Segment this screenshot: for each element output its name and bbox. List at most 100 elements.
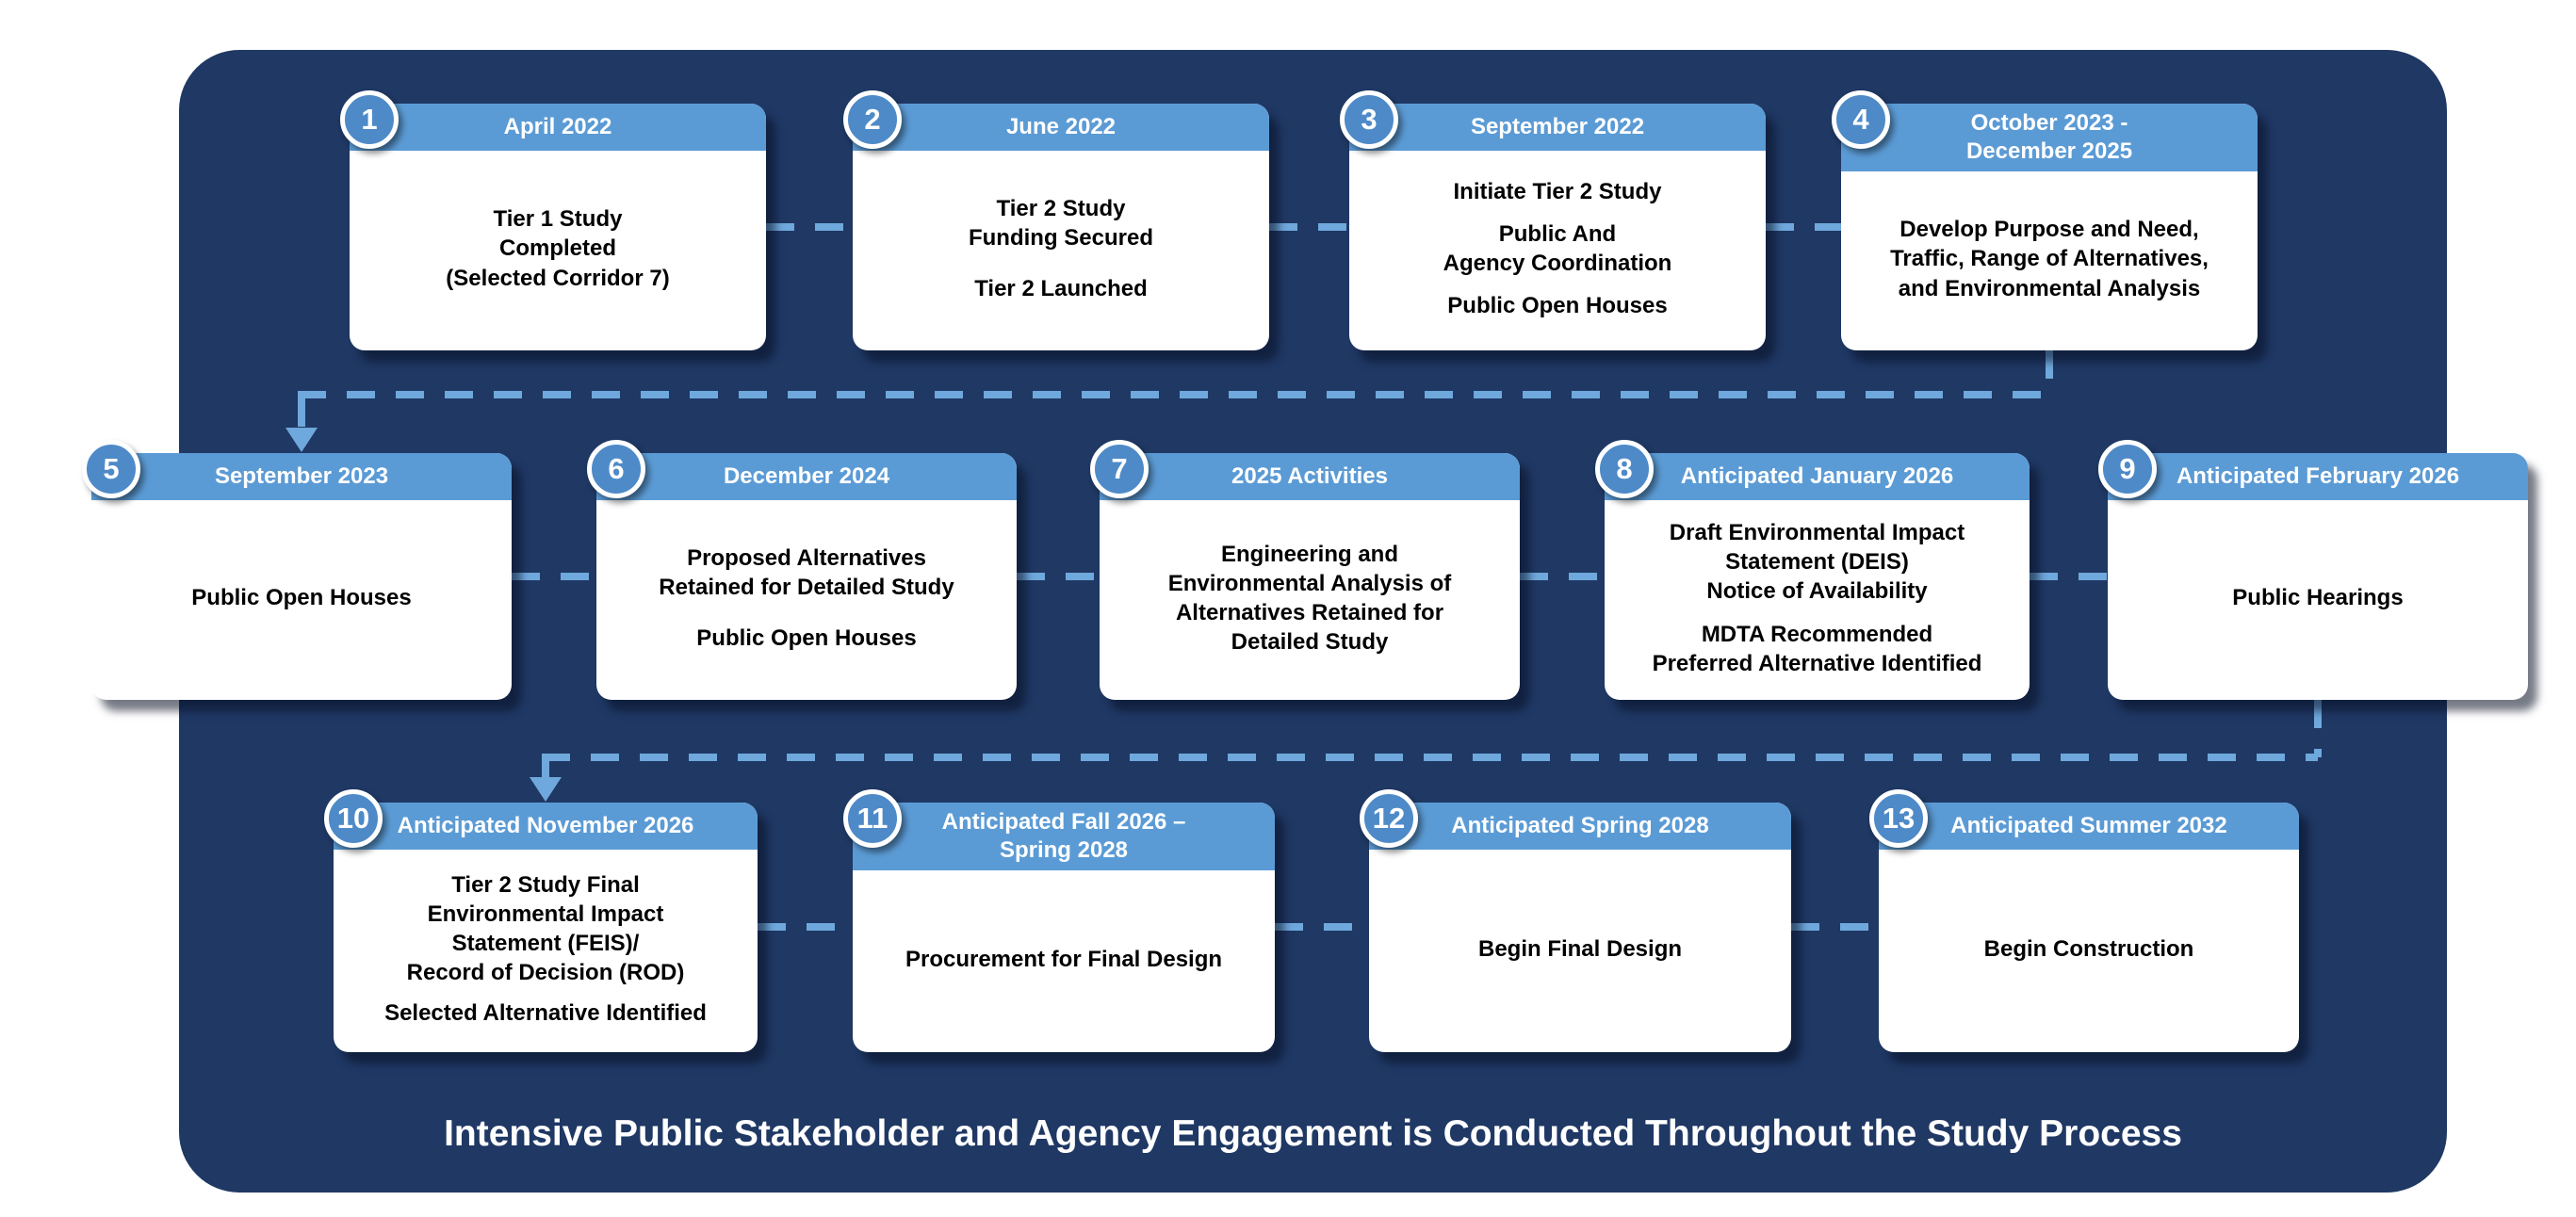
card-body-text: Initiate Tier 2 Study xyxy=(1453,178,1662,204)
step-number-badge: 5 xyxy=(82,440,140,498)
card-header: Anticipated Summer 2032 xyxy=(1879,803,2299,850)
card-body-text: Public And Agency Coordination xyxy=(1443,220,1672,276)
card-body-text: Selected Alternative Identified xyxy=(384,1000,707,1027)
card-body: Draft Environmental Impact Statement (DE… xyxy=(1605,500,2030,700)
milestone-card-2: 2 June 2022 Tier 2 Study Funding Secured… xyxy=(843,90,1269,350)
arrow-down-icon xyxy=(285,428,318,452)
step-number-badge: 13 xyxy=(1869,789,1928,848)
step-number-badge: 12 xyxy=(1360,789,1418,848)
card-body: Tier 2 Study Funding Secured Tier 2 Laun… xyxy=(853,151,1269,350)
card-body-text: Tier 2 Launched xyxy=(974,275,1148,301)
card-body: Develop Purpose and Need, Traffic, Range… xyxy=(1841,171,2258,350)
card-body-text: Procurement for Final Design xyxy=(905,946,1223,972)
card-header: December 2024 xyxy=(596,453,1017,500)
card-body-text: Tier 2 Study Final Environmental Impact … xyxy=(406,871,685,986)
card-body: Procurement for Final Design xyxy=(853,870,1275,1052)
card-body-text: Public Open Houses xyxy=(696,625,917,651)
card-title: September 2022 xyxy=(1470,114,1645,139)
card-title: Anticipated January 2026 xyxy=(1680,463,1954,489)
connector-dash-3-4 xyxy=(1766,223,1841,231)
card-title: December 2024 xyxy=(723,463,890,489)
milestone-card-5: 5 September 2023 Public Open Houses xyxy=(82,440,512,700)
card-body-text: Engineering and Environmental Analysis o… xyxy=(1167,541,1452,656)
card-body: Public Hearings xyxy=(2108,500,2528,700)
card-body-text: Proposed Alternatives Retained for Detai… xyxy=(659,545,954,601)
step-number-badge: 7 xyxy=(1090,440,1149,498)
card-title: June 2022 xyxy=(1005,114,1117,139)
connector-dash-10-up xyxy=(542,761,549,779)
connector-dash-2-3 xyxy=(1269,223,1349,231)
card-title: September 2023 xyxy=(214,463,389,489)
card-body-text: Public Open Houses xyxy=(1447,293,1668,319)
connector-dash-1-2 xyxy=(766,223,853,231)
card-title: April 2022 xyxy=(503,114,612,139)
milestone-card-4: 4 October 2023 - December 2025 Develop P… xyxy=(1832,90,2258,350)
arrow-down-icon xyxy=(530,777,562,802)
card-body-text: Public Hearings xyxy=(2232,585,2404,611)
card-header: Anticipated Fall 2026 – Spring 2028 xyxy=(853,803,1275,870)
card-header: Anticipated February 2026 xyxy=(2108,453,2528,500)
milestone-card-3: 3 September 2022 Initiate Tier 2 Study P… xyxy=(1340,90,1766,350)
connector-dash-11-12 xyxy=(1275,923,1369,931)
connector-dash-4-down xyxy=(2046,350,2053,395)
card-body: Proposed Alternatives Retained for Detai… xyxy=(596,500,1017,700)
step-number-badge: 9 xyxy=(2098,440,2157,498)
card-body: Tier 1 Study Completed (Selected Corrido… xyxy=(350,151,766,350)
footer-banner: Intensive Public Stakeholder and Agency … xyxy=(444,1113,2182,1154)
card-body-text: Draft Environmental Impact Statement (DE… xyxy=(1669,520,1965,605)
connector-dash-8-9 xyxy=(2030,573,2108,580)
connector-dash-4-5 xyxy=(298,391,2049,398)
card-header: Anticipated January 2026 xyxy=(1605,453,2030,500)
connector-dash-9-10 xyxy=(542,754,2318,761)
step-number-badge: 11 xyxy=(843,789,902,848)
card-body-text: Public Open Houses xyxy=(191,585,412,611)
milestone-card-8: 8 Anticipated January 2026 Draft Environ… xyxy=(1595,440,2030,700)
card-title: Anticipated Summer 2032 xyxy=(1950,813,2227,838)
card-body: Begin Final Design xyxy=(1369,850,1791,1052)
card-body: Tier 2 Study Final Environmental Impact … xyxy=(334,850,758,1052)
card-body-text: MDTA Recommended Preferred Alternative I… xyxy=(1652,621,1982,676)
milestone-card-1: 1 April 2022 Tier 1 Study Completed (Sel… xyxy=(340,90,766,350)
card-header: September 2022 xyxy=(1349,104,1766,151)
card-body-text: Tier 1 Study Completed (Selected Corrido… xyxy=(446,206,670,291)
step-number-badge: 6 xyxy=(587,440,645,498)
card-header: June 2022 xyxy=(853,104,1269,151)
connector-dash-10-11 xyxy=(758,923,853,931)
card-body: Engineering and Environmental Analysis o… xyxy=(1100,500,1520,700)
card-body: Initiate Tier 2 Study Public And Agency … xyxy=(1349,151,1766,350)
milestone-card-12: 12 Anticipated Spring 2028 Begin Final D… xyxy=(1360,789,1791,1052)
step-number-badge: 4 xyxy=(1832,90,1890,149)
card-header: October 2023 - December 2025 xyxy=(1841,104,2258,171)
card-header: 2025 Activities xyxy=(1100,453,1520,500)
card-header: Anticipated November 2026 xyxy=(334,803,758,850)
connector-dash-5-6 xyxy=(512,573,596,580)
milestone-card-10: 10 Anticipated November 2026 Tier 2 Stud… xyxy=(324,789,758,1052)
card-title: Anticipated Fall 2026 – Spring 2028 xyxy=(941,809,1186,863)
card-header: Anticipated Spring 2028 xyxy=(1369,803,1791,850)
step-number-badge: 1 xyxy=(340,90,399,149)
card-title: Anticipated Spring 2028 xyxy=(1451,813,1709,838)
connector-dash-7-8 xyxy=(1520,573,1605,580)
card-body-text: Tier 2 Study Funding Secured xyxy=(968,196,1153,252)
card-header: September 2023 xyxy=(91,453,512,500)
card-body-text: Begin Construction xyxy=(1983,935,2194,962)
step-number-badge: 2 xyxy=(843,90,902,149)
card-title: 2025 Activities xyxy=(1231,463,1388,489)
milestone-card-9: 9 Anticipated February 2026 Public Heari… xyxy=(2098,440,2528,700)
card-body: Public Open Houses xyxy=(91,500,512,700)
milestone-card-7: 7 2025 Activities Engineering and Enviro… xyxy=(1090,440,1520,700)
connector-dash-5-up xyxy=(298,398,305,430)
card-body-text: Develop Purpose and Need, Traffic, Range… xyxy=(1890,217,2209,301)
card-body-text: Begin Final Design xyxy=(1477,935,1683,962)
card-header: April 2022 xyxy=(350,104,766,151)
milestone-card-6: 6 December 2024 Proposed Alternatives Re… xyxy=(587,440,1017,700)
card-title: October 2023 - December 2025 xyxy=(1965,110,2133,164)
step-number-badge: 8 xyxy=(1595,440,1654,498)
milestone-card-11: 11 Anticipated Fall 2026 – Spring 2028 P… xyxy=(843,789,1275,1052)
card-title: Anticipated February 2026 xyxy=(2176,463,2460,489)
step-number-badge: 10 xyxy=(324,789,383,848)
milestone-card-13: 13 Anticipated Summer 2032 Begin Constru… xyxy=(1869,789,2299,1052)
connector-dash-6-7 xyxy=(1017,573,1100,580)
step-number-badge: 3 xyxy=(1340,90,1398,149)
connector-dash-9-down xyxy=(2314,700,2322,757)
